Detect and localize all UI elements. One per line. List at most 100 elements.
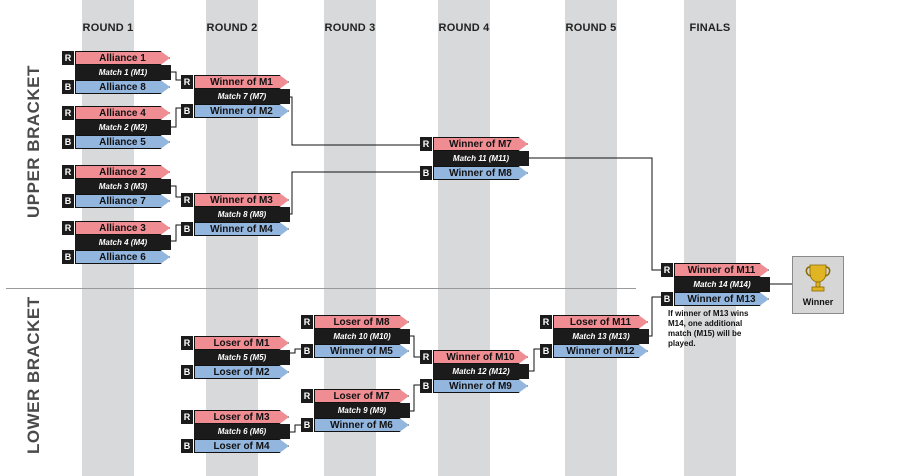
red-alliance: Alliance 1 (75, 51, 170, 65)
red-alliance: Loser of M3 (194, 410, 289, 424)
match-label: Match 10 (M10) (314, 329, 410, 344)
blue-letter: B (62, 135, 74, 149)
finals-label: FINALS (689, 22, 731, 34)
blue-alliance: Winner of M2 (194, 104, 289, 118)
connector-m4-m8 (168, 224, 181, 242)
red-alliance: Winner of M10 (433, 350, 528, 364)
connector-m1-m7 (168, 71, 181, 81)
connector-m10-m12 (409, 335, 420, 358)
red-alliance: Alliance 4 (75, 106, 170, 120)
blue-letter: B (420, 166, 432, 180)
round-5-column (565, 0, 617, 476)
match-label: Match 5 (M5) (194, 350, 290, 365)
blue-alliance: Winner of M9 (433, 379, 528, 393)
winner-label: Winner (802, 297, 834, 307)
red-letter: R (181, 193, 193, 207)
blue-letter: B (181, 222, 193, 236)
connector-m7-m11 (288, 96, 420, 146)
connector-m6-m9 (288, 424, 301, 433)
match-label: Match 1 (M1) (75, 65, 171, 80)
red-alliance: Winner of M7 (433, 137, 528, 151)
blue-alliance: Loser of M4 (194, 439, 289, 453)
blue-alliance: Winner of M13 (674, 292, 769, 306)
blue-letter: B (301, 418, 313, 432)
round-4-label: ROUND 4 (438, 22, 490, 34)
red-letter: R (661, 263, 673, 277)
match-label: Match 9 (M9) (314, 403, 410, 418)
blue-alliance: Alliance 6 (75, 250, 170, 264)
red-alliance: Winner of M3 (194, 193, 289, 207)
blue-letter: B (62, 194, 74, 208)
match-label: Match 11 (M11) (433, 151, 529, 166)
blue-letter: B (62, 80, 74, 94)
red-letter: R (62, 221, 74, 235)
blue-letter: B (301, 344, 313, 358)
blue-letter: B (661, 292, 673, 306)
match-label: Match 4 (M4) (75, 235, 171, 250)
red-alliance: Loser of M11 (553, 315, 648, 329)
red-letter: R (62, 106, 74, 120)
red-letter: R (301, 315, 313, 329)
match-label: Match 8 (M8) (194, 207, 290, 222)
bracket-divider (6, 288, 636, 289)
red-letter: R (540, 315, 552, 329)
red-letter: R (62, 51, 74, 65)
blue-alliance: Alliance 8 (75, 80, 170, 94)
round-1-label: ROUND 1 (82, 22, 134, 34)
red-letter: R (181, 410, 193, 424)
round-4-column (438, 0, 490, 476)
blue-alliance: Winner of M6 (314, 418, 409, 432)
connector-m13-m14 (647, 296, 661, 337)
round-2-label: ROUND 2 (206, 22, 258, 34)
red-letter: R (301, 389, 313, 403)
blue-alliance: Loser of M2 (194, 365, 289, 379)
connector-m2-m7 (168, 107, 181, 128)
connector-m11-m14 (527, 157, 661, 271)
blue-letter: B (181, 104, 193, 118)
round-3-label: ROUND 3 (324, 22, 376, 34)
red-letter: R (420, 137, 432, 151)
trophy-icon (805, 264, 831, 292)
blue-alliance: Winner of M4 (194, 222, 289, 236)
red-letter: R (62, 165, 74, 179)
blue-alliance: Alliance 5 (75, 135, 170, 149)
connector-m3-m8 (168, 185, 181, 198)
match-label: Match 7 (M7) (194, 89, 290, 104)
blue-letter: B (62, 250, 74, 264)
connector-m9-m12 (409, 384, 420, 412)
blue-letter: B (181, 439, 193, 453)
match-label: Match 2 (M2) (75, 120, 171, 135)
red-alliance: Loser of M7 (314, 389, 409, 403)
blue-alliance: Winner of M5 (314, 344, 409, 358)
blue-letter: B (420, 379, 432, 393)
match-label: Match 13 (M13) (553, 329, 649, 344)
blue-alliance: Winner of M12 (553, 344, 648, 358)
winner-box: Winner (792, 256, 844, 314)
finals-column (684, 0, 736, 476)
match-label: Match 14 (M14) (674, 277, 770, 292)
match-label: Match 3 (M3) (75, 179, 171, 194)
connector-m12-m13 (527, 348, 540, 372)
red-alliance: Loser of M1 (194, 336, 289, 350)
red-alliance: Winner of M11 (674, 263, 769, 277)
finals-note: If winner of M13 wins M14, one additiona… (668, 309, 749, 348)
blue-alliance: Alliance 7 (75, 194, 170, 208)
red-letter: R (181, 75, 193, 89)
red-letter: R (181, 336, 193, 350)
red-alliance: Alliance 2 (75, 165, 170, 179)
match-label: Match 6 (M6) (194, 424, 290, 439)
blue-letter: B (540, 344, 552, 358)
